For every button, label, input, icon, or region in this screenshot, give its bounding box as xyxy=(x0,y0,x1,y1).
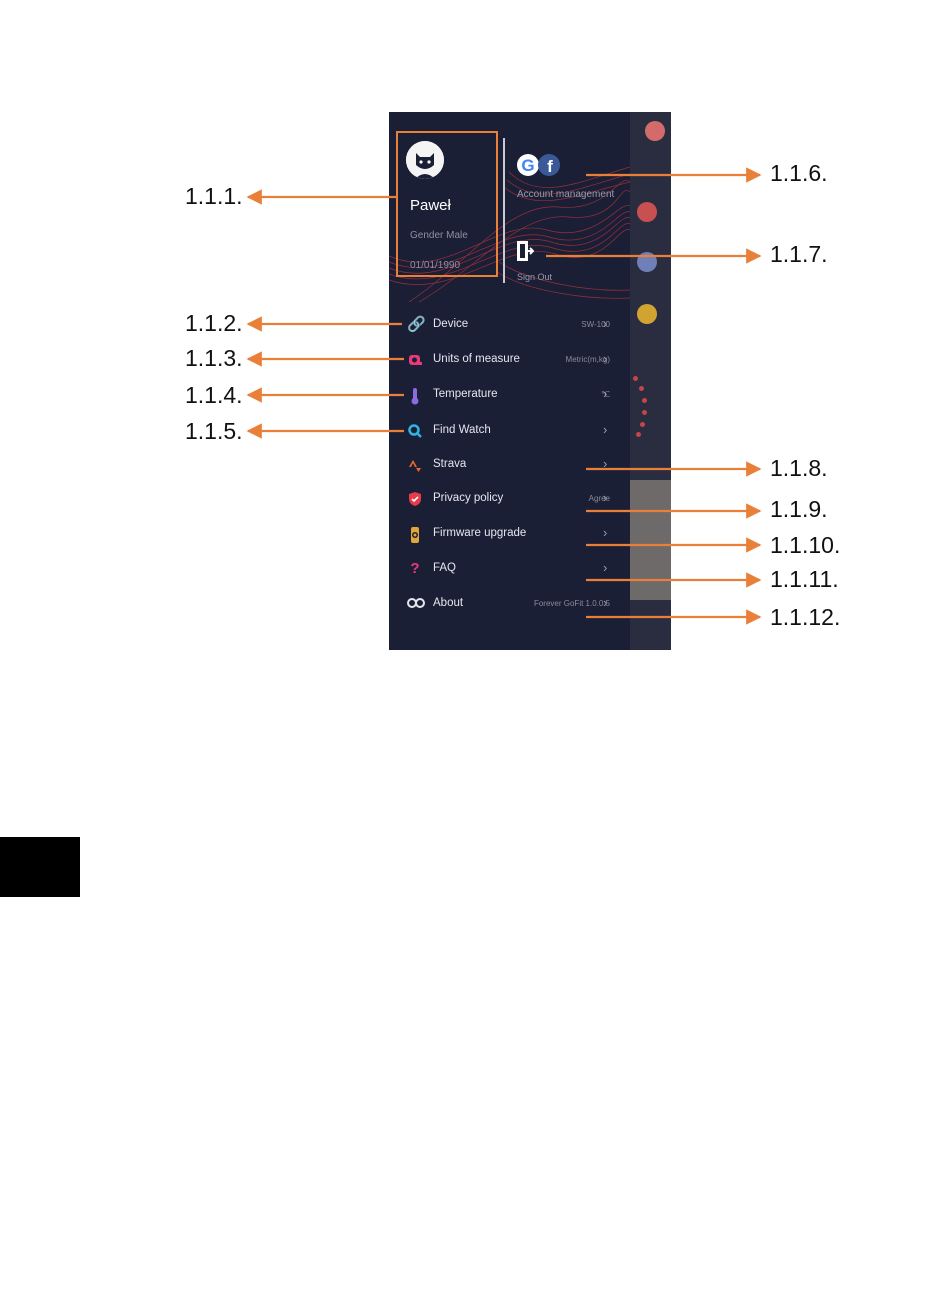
background-photo xyxy=(630,480,671,600)
menu-item-about[interactable]: About Forever GoFit 1.0.0.5 › xyxy=(389,590,630,620)
google-facebook-icon[interactable]: G f xyxy=(516,152,562,178)
callout-1-1-2: 1.1.2. xyxy=(185,310,243,336)
callout-1-1-5: 1.1.5. xyxy=(185,418,243,444)
chevron-right-icon: › xyxy=(603,560,608,575)
menu-item-privacy-policy[interactable]: Privacy policy Agree › xyxy=(389,485,630,515)
menu-item-device[interactable]: 🔗 Device SW-100 › xyxy=(389,311,630,341)
progress-dot xyxy=(640,422,645,427)
profile-box[interactable]: Paweł Gender Male 01/01/1990 xyxy=(396,131,498,277)
svg-text:G: G xyxy=(521,156,534,175)
chevron-right-icon: › xyxy=(603,316,608,331)
menu-value: ℃ xyxy=(601,390,610,399)
header-divider xyxy=(503,138,505,283)
chevron-right-icon: › xyxy=(603,386,608,401)
callout-1-1-8: 1.1.8. xyxy=(770,455,828,481)
callout-1-1-1: 1.1.1. xyxy=(185,183,243,209)
question-icon: ? xyxy=(410,560,420,577)
callout-1-1-4: 1.1.4. xyxy=(185,382,243,408)
callout-1-1-9: 1.1.9. xyxy=(770,496,828,522)
menu-item-temperature[interactable]: Temperature ℃ › xyxy=(389,381,630,411)
progress-dot xyxy=(642,410,647,415)
strip-avatar-4 xyxy=(637,304,657,324)
menu-label: Units of measure xyxy=(433,353,520,365)
chevron-right-icon: › xyxy=(603,422,608,437)
menu-item-units[interactable]: Units of measure Metric(m,kg) › xyxy=(389,346,630,376)
callout-1-1-3: 1.1.3. xyxy=(185,345,243,371)
menu-label: Device xyxy=(433,318,469,330)
progress-dot xyxy=(639,386,644,391)
avatar xyxy=(406,141,444,179)
svg-text:f: f xyxy=(547,157,553,176)
menu-label: FAQ xyxy=(433,562,457,574)
menu-label: About xyxy=(433,597,464,609)
thermometer-icon xyxy=(407,387,423,405)
sign-out-label[interactable]: Sign Out xyxy=(517,272,553,282)
menu-value: SW-100 xyxy=(581,320,610,329)
strip-avatar-3 xyxy=(637,252,657,272)
ruler-icon xyxy=(407,352,423,368)
menu-value: Metric(m,kg) xyxy=(565,355,610,364)
callout-1-1-6: 1.1.6. xyxy=(770,160,828,186)
phone-screenshot: Paweł Gender Male 01/01/1990 G f Account… xyxy=(389,112,671,650)
sign-out-icon[interactable] xyxy=(516,240,534,262)
menu-label: Find Watch xyxy=(433,424,491,436)
menu-item-find-watch[interactable]: Find Watch › xyxy=(389,417,630,447)
menu-label: Temperature xyxy=(433,388,498,400)
strip-avatar-1 xyxy=(645,121,665,141)
menu-value: Agree xyxy=(588,494,610,503)
menu-label: Strava xyxy=(433,458,467,470)
chevron-right-icon: › xyxy=(603,351,608,366)
progress-dot xyxy=(636,432,641,437)
menu-label: Privacy policy xyxy=(433,492,504,504)
menu-value: Forever GoFit 1.0.0.5 xyxy=(533,599,610,608)
about-icon xyxy=(407,596,425,612)
callout-1-1-7: 1.1.7. xyxy=(770,241,828,267)
menu-item-faq[interactable]: ? FAQ › xyxy=(389,555,630,585)
progress-dot xyxy=(642,398,647,403)
cat-avatar-icon xyxy=(406,141,444,179)
page-edge-tab xyxy=(0,837,80,897)
strip-avatar-2 xyxy=(637,202,657,222)
callout-1-1-10: 1.1.10. xyxy=(770,532,841,558)
user-name: Paweł xyxy=(410,197,451,214)
menu-item-strava[interactable]: Strava › xyxy=(389,451,630,481)
user-gender: Gender Male xyxy=(410,230,468,241)
chevron-right-icon: › xyxy=(603,595,608,610)
menu-item-firmware-upgrade[interactable]: Firmware upgrade › xyxy=(389,520,630,550)
chevron-right-icon: › xyxy=(603,456,608,471)
watch-icon xyxy=(407,526,423,543)
strava-icon xyxy=(407,457,423,473)
chevron-right-icon: › xyxy=(603,490,608,505)
shield-icon xyxy=(407,491,423,507)
account-management-label[interactable]: Account management xyxy=(517,189,615,200)
user-birthdate: 01/01/1990 xyxy=(410,260,461,271)
progress-dot xyxy=(633,376,638,381)
callout-1-1-12: 1.1.12. xyxy=(770,604,841,630)
search-icon xyxy=(407,423,423,439)
chevron-right-icon: › xyxy=(603,525,608,540)
menu-label: Firmware upgrade xyxy=(433,527,527,539)
callout-1-1-11: 1.1.11. xyxy=(770,566,839,592)
link-icon: 🔗 xyxy=(407,316,426,333)
